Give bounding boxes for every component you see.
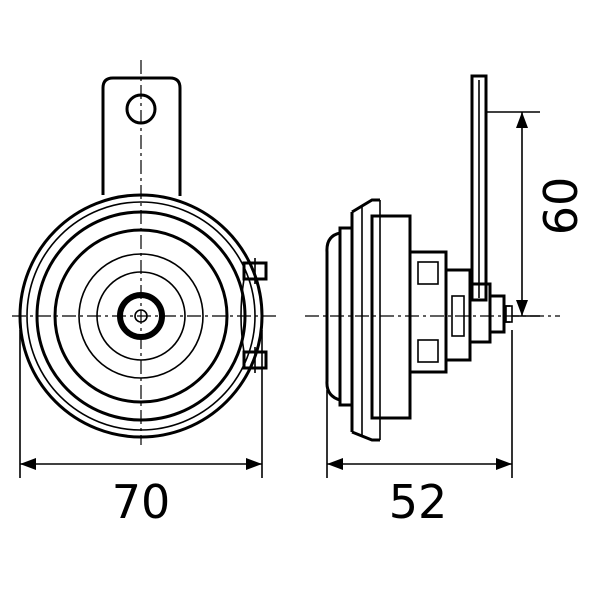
side-bolt <box>488 294 506 334</box>
dimension-width-front: 70 <box>19 330 263 529</box>
dimension-depth-side: 52 <box>326 330 513 529</box>
side-mounting-bracket <box>470 74 488 302</box>
dimension-mount-height: 60 <box>486 111 588 317</box>
side-view <box>305 74 560 442</box>
front-terminal-upper <box>242 258 268 284</box>
side-rear-connector <box>408 250 513 374</box>
dimension-label-52: 52 <box>389 475 448 529</box>
front-terminal-lower <box>242 347 268 373</box>
side-housing <box>370 214 412 420</box>
side-front-cap <box>325 231 342 402</box>
dimension-label-70: 70 <box>112 475 171 529</box>
front-view <box>12 60 280 445</box>
dimension-label-60: 60 <box>534 177 588 236</box>
